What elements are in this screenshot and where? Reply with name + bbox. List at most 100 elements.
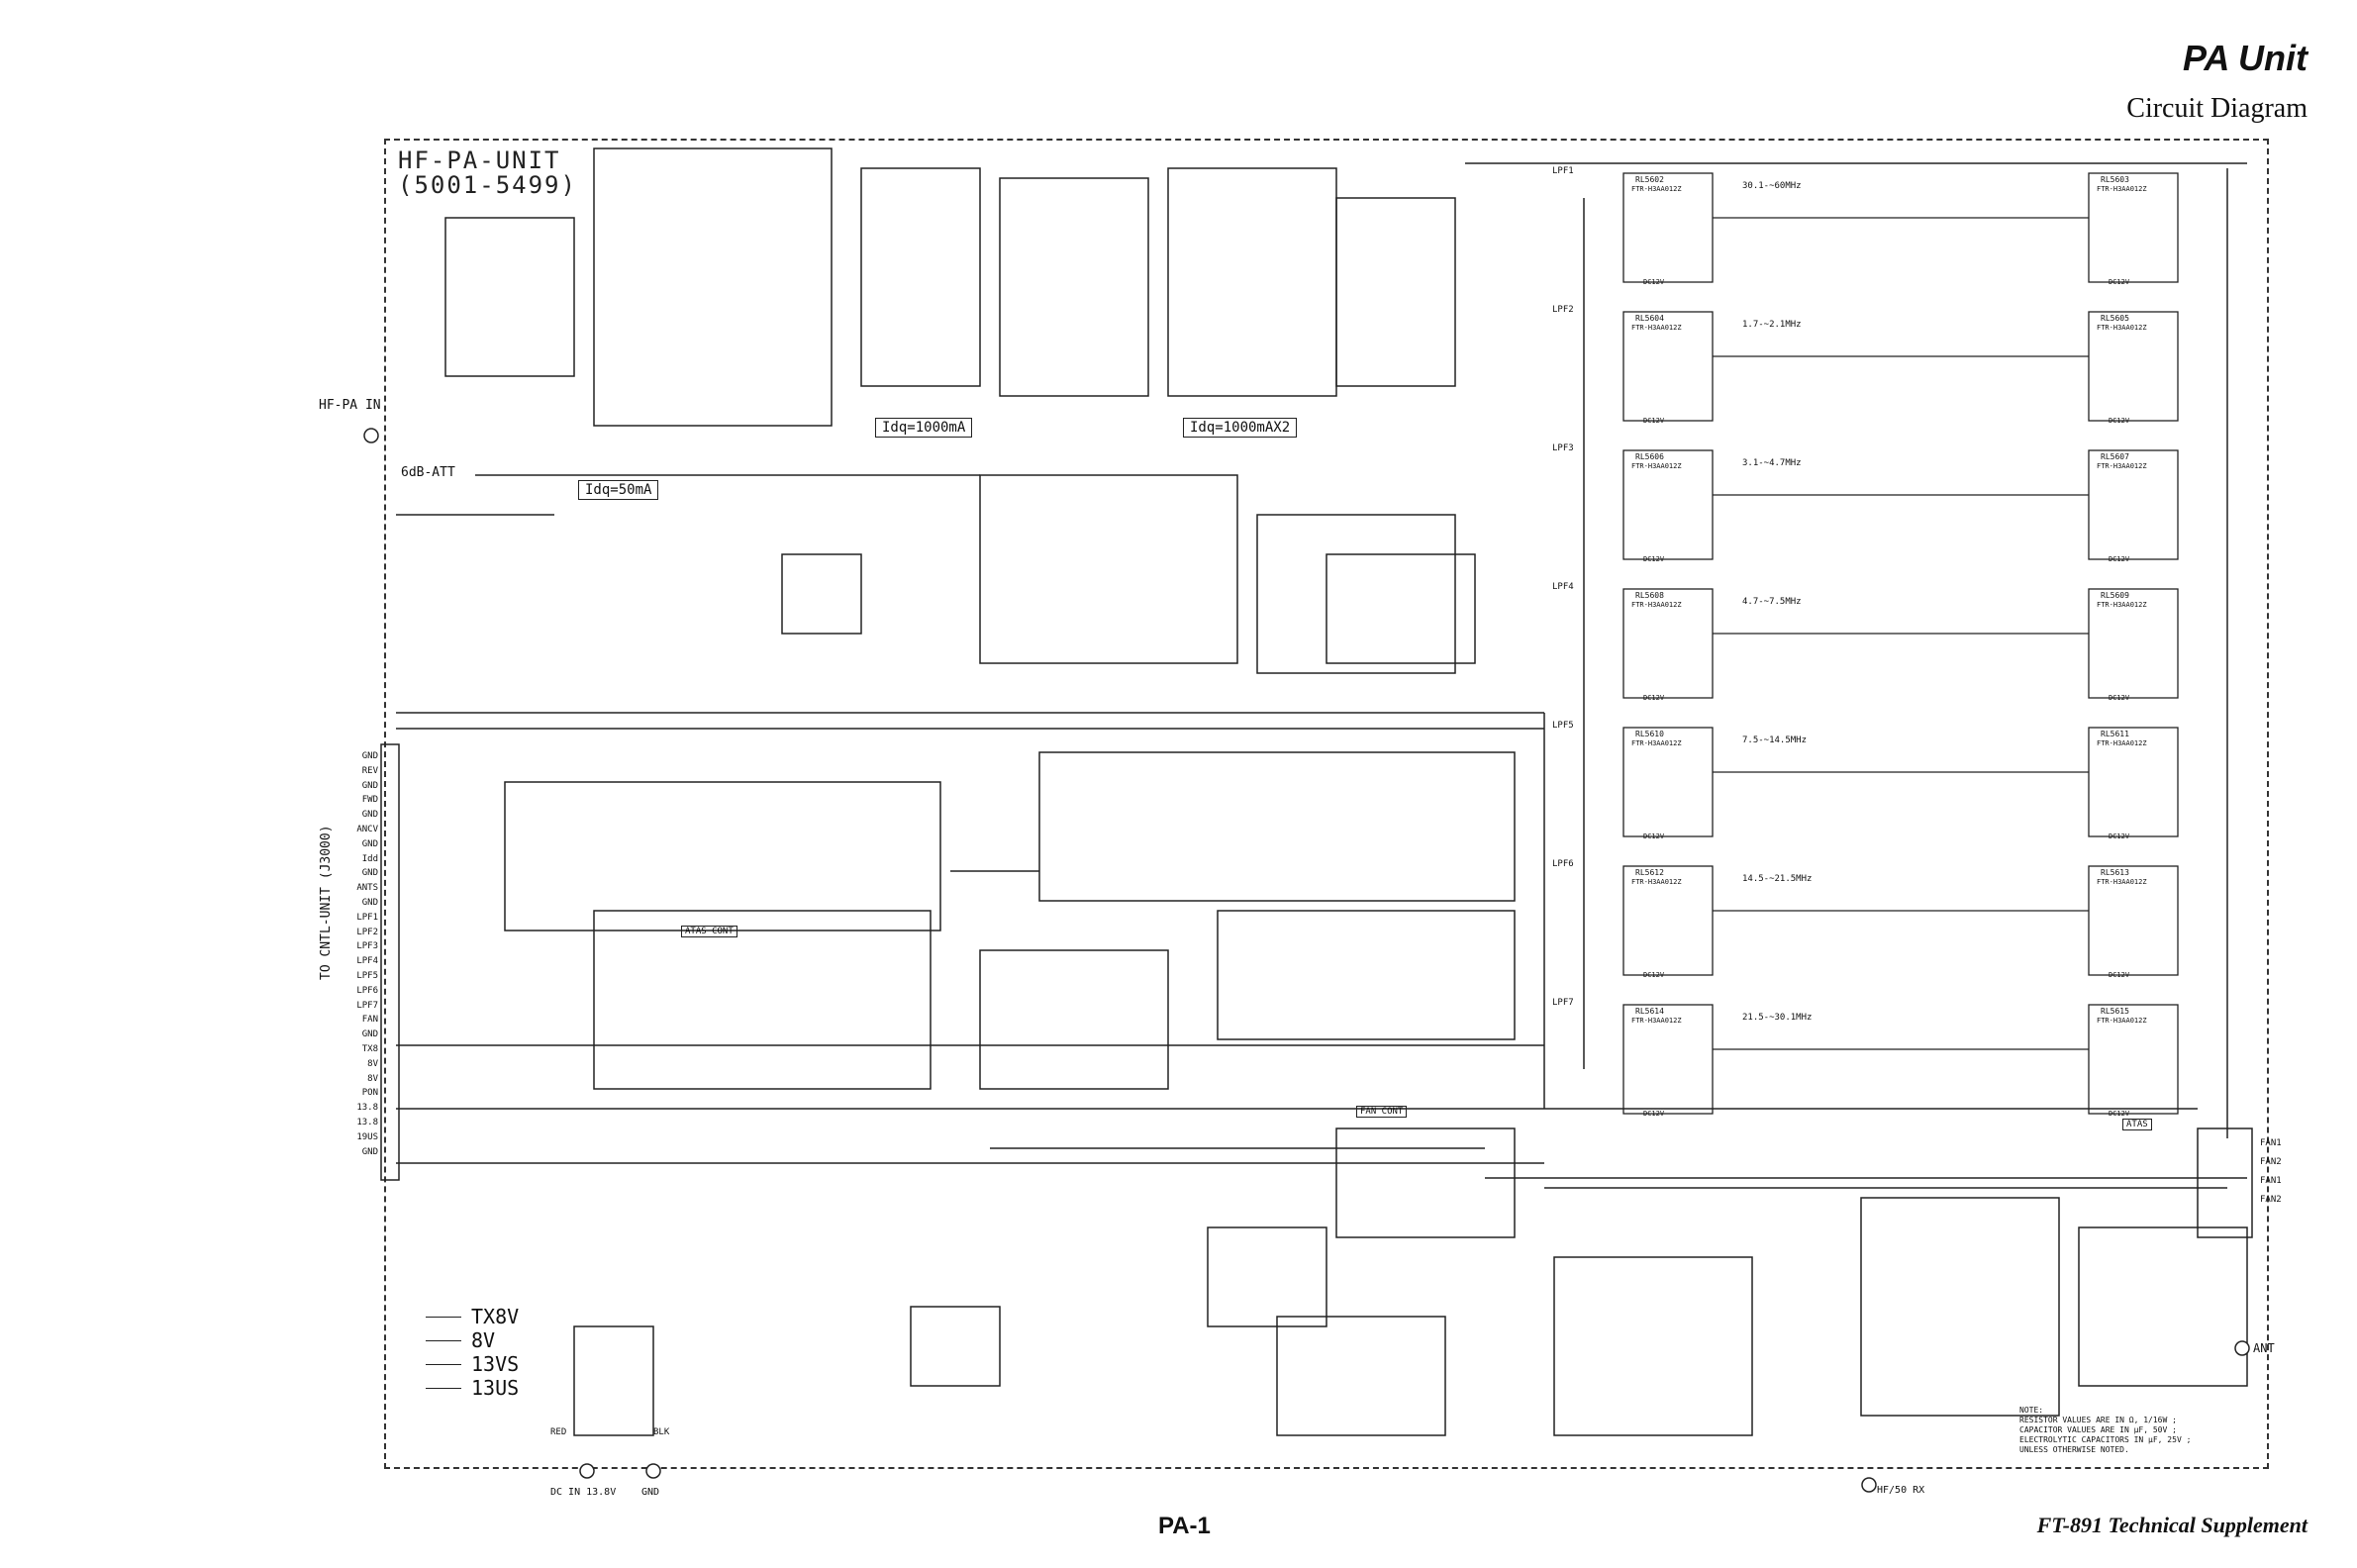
q5611-block bbox=[781, 553, 862, 635]
relay-part: FTR-H3AA012Z bbox=[2097, 739, 2147, 747]
line-legend: TX8V 8V 13VS 13US bbox=[426, 1305, 519, 1400]
doc-title: FT-891 Technical Supplement bbox=[2036, 1513, 2308, 1537]
final-stage bbox=[1167, 167, 1337, 397]
cntl-pin-label: GND bbox=[361, 1146, 378, 1157]
temp-sensor bbox=[1326, 553, 1476, 664]
dc12v-label: DC12V bbox=[2109, 833, 2130, 840]
lpf6-relay-right bbox=[2088, 865, 2179, 976]
hf-rx-label: HF/50 RX bbox=[1877, 1485, 1925, 1496]
relay-part: FTR-H3AA012Z bbox=[1631, 462, 1682, 470]
cntl-pin-label: TX8 bbox=[361, 1043, 378, 1054]
output-lpf-block bbox=[2078, 1226, 2248, 1387]
lpf-label: LPF6 bbox=[1552, 859, 1574, 869]
cntl-pin-label: 19US bbox=[356, 1131, 378, 1142]
idq-pre-label: Idq=1000mA bbox=[875, 418, 973, 438]
cntl-pin-label: 8V bbox=[367, 1058, 378, 1069]
bias-control bbox=[1256, 514, 1456, 674]
dc12v-label: DC12V bbox=[1643, 833, 1665, 840]
choke-block bbox=[573, 1325, 654, 1436]
notes-block: NOTE: RESISTOR VALUES ARE IN Ω, 1/16W ; … bbox=[2019, 1406, 2192, 1454]
cntl-pin-label: LPF5 bbox=[356, 970, 378, 981]
legend-13us: 13US bbox=[471, 1376, 520, 1400]
lpf-band: 30.1-~60MHz bbox=[1742, 181, 1802, 191]
driver-stage-box bbox=[444, 217, 575, 377]
cntl-pin-label: 8V bbox=[367, 1073, 378, 1084]
cntl-pin-label: ANCV bbox=[356, 824, 378, 834]
relay-part: FTR-H3AA012Z bbox=[1631, 1017, 1682, 1025]
relay-part: FTR-H3AA012Z bbox=[2097, 462, 2147, 470]
relay-part: FTR-H3AA012Z bbox=[1631, 185, 1682, 193]
relay-part: FTR-H3AA012Z bbox=[1631, 324, 1682, 332]
fan-pin-label: FAN2 bbox=[2260, 1195, 2282, 1205]
blk-label: BLK bbox=[653, 1427, 670, 1437]
lpf5-relay-left bbox=[1622, 727, 1714, 837]
relay-part: FTR-H3AA012Z bbox=[2097, 324, 2147, 332]
dc12v-label: DC12V bbox=[1643, 694, 1665, 702]
relay-right-ref: RL5605 bbox=[2101, 314, 2129, 323]
relay-part: FTR-H3AA012Z bbox=[2097, 1017, 2147, 1025]
cntl-pin-label: GND bbox=[361, 810, 378, 821]
page-number: PA-1 bbox=[1158, 1513, 1211, 1539]
dc-in-red-terminal bbox=[579, 1463, 595, 1479]
relay-left-ref: RL5604 bbox=[1635, 314, 1664, 323]
ant-label: ANT bbox=[2253, 1341, 2275, 1355]
cntl-pin-label: LPF6 bbox=[356, 985, 378, 996]
cntl-pin-label: 13.8 bbox=[356, 1117, 378, 1127]
cntl-pin-label: LPF7 bbox=[356, 1000, 378, 1011]
pre-driver-stage bbox=[999, 177, 1149, 397]
swr-detector-block bbox=[1553, 1256, 1753, 1436]
lpf-label: LPF7 bbox=[1552, 998, 1574, 1008]
dc12v-label: DC12V bbox=[2109, 417, 2130, 425]
schematic-frame bbox=[384, 139, 2269, 1469]
alc-comparator-block bbox=[504, 781, 941, 931]
dc12v-label: DC12V bbox=[2109, 1110, 2130, 1118]
hf-pa-in-jack bbox=[363, 428, 379, 443]
relay-right-ref: RL5607 bbox=[2101, 452, 2129, 461]
lpf-band: 7.5-~14.5MHz bbox=[1742, 735, 1808, 745]
ant-jack bbox=[2234, 1340, 2250, 1356]
relay-left-ref: RL5608 bbox=[1635, 591, 1664, 600]
alc-opamp-block bbox=[1276, 1316, 1446, 1436]
relay-part: FTR-H3AA012Z bbox=[1631, 878, 1682, 886]
relay-left-ref: RL5602 bbox=[1635, 175, 1664, 184]
page-subtitle: Circuit Diagram bbox=[2126, 93, 2308, 124]
cntl-pin-label: PON bbox=[361, 1088, 378, 1099]
lpf3-relay-right bbox=[2088, 449, 2179, 560]
relay-driver-array bbox=[1038, 751, 1516, 902]
bias-network bbox=[979, 474, 1238, 664]
hf-pa-in-label: HF-PA IN bbox=[319, 398, 381, 413]
cntl-pin-label: LPF3 bbox=[356, 941, 378, 952]
cntl-pin-label: GND bbox=[361, 868, 378, 879]
cntl-pin-label: 13.8 bbox=[356, 1103, 378, 1114]
legend-13vs: 13VS bbox=[471, 1352, 520, 1376]
relay-part: FTR-H3AA012Z bbox=[2097, 601, 2147, 609]
relay-right-ref: RL5615 bbox=[2101, 1007, 2129, 1016]
dc12v-label: DC12V bbox=[2109, 278, 2130, 286]
legend-tx8v: TX8V bbox=[471, 1305, 520, 1328]
cntl-connector-body bbox=[380, 743, 400, 1181]
dc12v-label: DC12V bbox=[2109, 555, 2130, 563]
lpf2-relay-right bbox=[2088, 311, 2179, 422]
lpf-band: 21.5-~30.1MHz bbox=[1742, 1013, 1813, 1023]
relay-left-ref: RL5606 bbox=[1635, 452, 1664, 461]
lpf-band: 3.1-~4.7MHz bbox=[1742, 458, 1802, 468]
lpf1-relay-left bbox=[1622, 172, 1714, 283]
unit-name: HF-PA-UNIT bbox=[398, 147, 561, 174]
cntl-pin-label: GND bbox=[361, 897, 378, 908]
unit-serial: (5001-5499) bbox=[398, 171, 577, 200]
lpf6-relay-left bbox=[1622, 865, 1714, 976]
fan-pin-label: FAN1 bbox=[2260, 1176, 2282, 1186]
dc12v-label: DC12V bbox=[1643, 1110, 1665, 1118]
hf-rx-jack bbox=[1861, 1477, 1877, 1493]
relay-part: FTR-H3AA012Z bbox=[1631, 739, 1682, 747]
dc12v-label: DC12V bbox=[1643, 971, 1665, 979]
fan-opamp-block bbox=[1207, 1226, 1327, 1327]
lpf2-relay-left bbox=[1622, 311, 1714, 422]
lpf-band: 14.5-~21.5MHz bbox=[1742, 874, 1813, 884]
lpf-label: LPF2 bbox=[1552, 305, 1574, 315]
relay-part: FTR-H3AA012Z bbox=[2097, 185, 2147, 193]
relay-driver-array-2 bbox=[1217, 910, 1516, 1040]
lpf-label: LPF3 bbox=[1552, 443, 1574, 453]
